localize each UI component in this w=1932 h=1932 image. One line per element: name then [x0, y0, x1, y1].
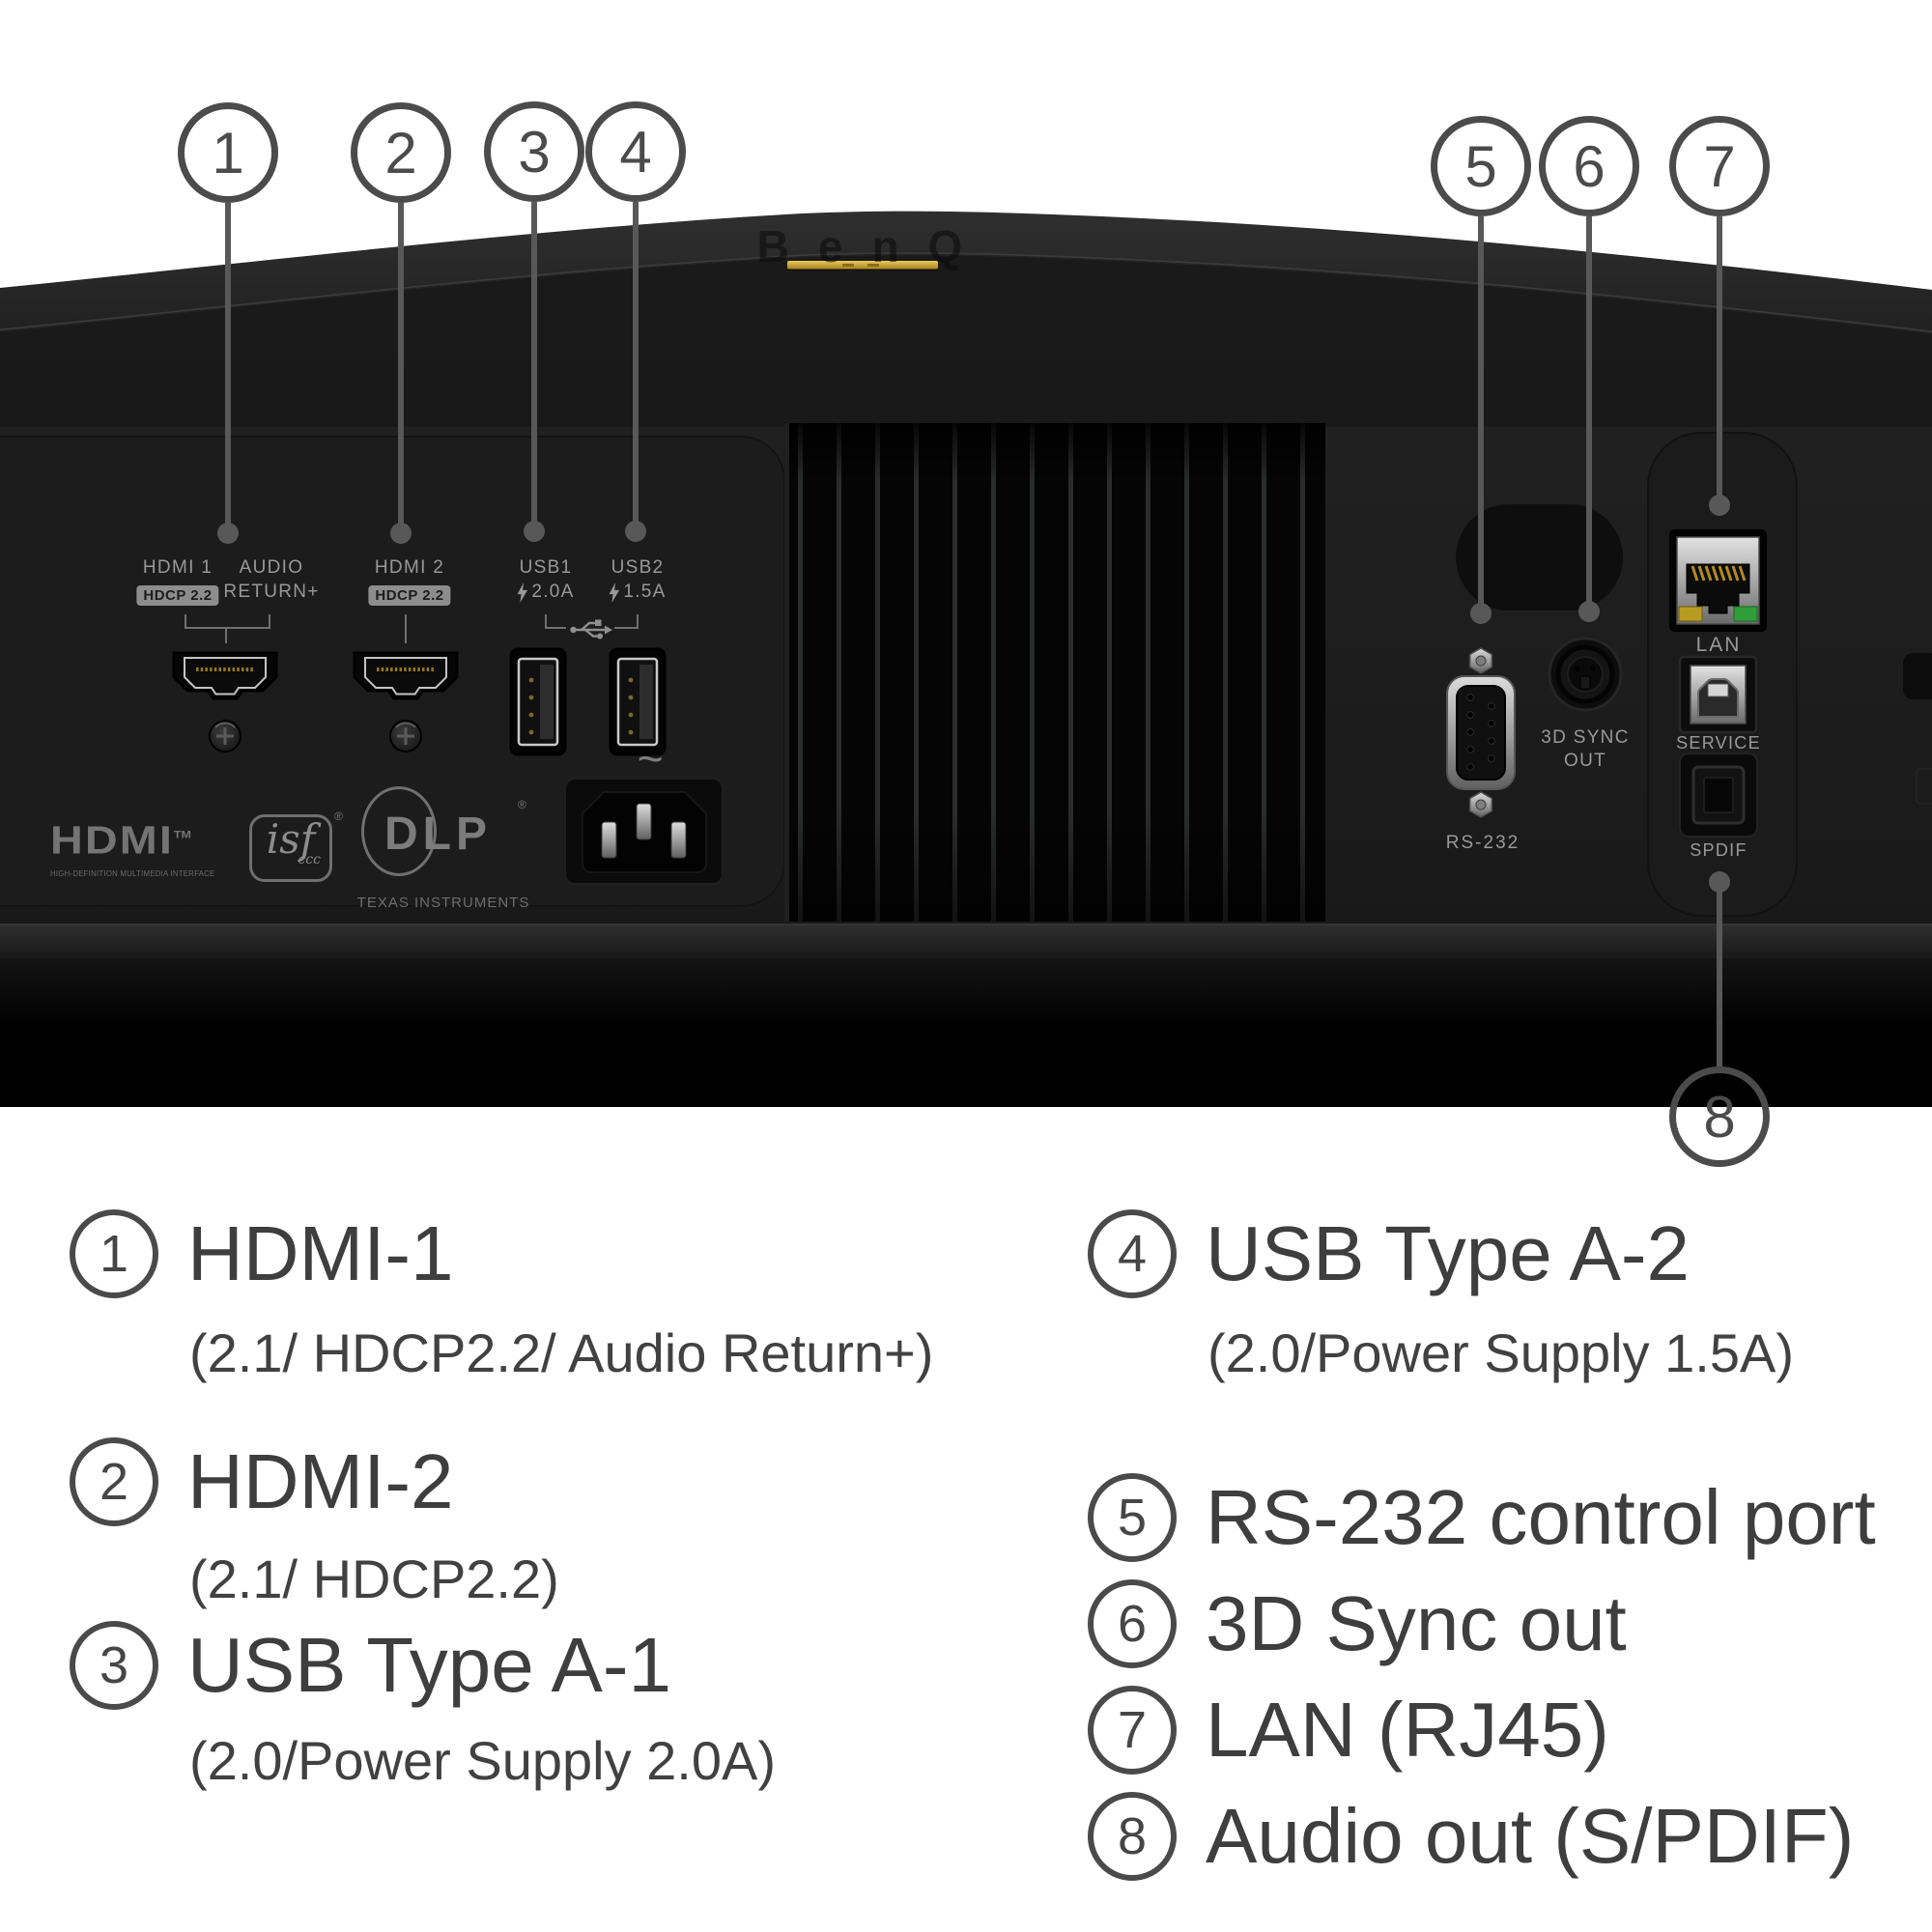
legend-number-8: 8 [1088, 1792, 1177, 1881]
legend-item-hdmi1: 1 HDMI-1 [70, 1209, 454, 1298]
usb2-amp-label: 1.5A [609, 582, 666, 603]
label-brackets [185, 614, 639, 643]
3d-sync-port [1548, 637, 1623, 712]
legend-number-3: 3 [70, 1621, 158, 1710]
projector-top-face [0, 211, 1932, 332]
hdmi2-hdcp-badge: HDCP 2.2 [368, 585, 451, 606]
legend-item-rs232: 5 RS-232 control port [1088, 1473, 1876, 1562]
legend-number-2: 2 [70, 1437, 158, 1526]
callout-8-circle: 8 [1669, 1066, 1770, 1167]
dlp-logo: DLP ® TEXAS INSTRUMENTS [357, 782, 535, 927]
callout-2-circle: 2 [351, 102, 451, 203]
bottom-black-band [0, 1022, 1932, 1107]
screw-hdmi1 [209, 720, 242, 753]
legend-sub-usba2: (2.0/Power Supply 1.5A) [1208, 1322, 1794, 1383]
rs232-label: RS-232 [1445, 833, 1520, 853]
hdmi1-hdcp-badge: HDCP 2.2 [136, 585, 219, 606]
spdif-port [1679, 753, 1758, 838]
legend-number-7: 7 [1088, 1686, 1177, 1775]
lan-label: LAN [1695, 634, 1742, 656]
hdmi-logo: HDMITM HIGH-DEFINITION MULTIMEDIA INTERF… [50, 817, 215, 878]
legend-number-6: 6 [1088, 1579, 1177, 1668]
service-label: SERVICE [1676, 733, 1761, 753]
legend-sub-usba1: (2.0/Power Supply 2.0A) [189, 1730, 776, 1791]
callout-5-circle: 5 [1431, 116, 1531, 216]
legend-number-1: 1 [70, 1209, 158, 1298]
legend-item-usba2: 4 USB Type A-2 [1088, 1209, 1690, 1298]
usb1-label: USB1 [519, 557, 573, 578]
3d-sync-label-2: OUT [1563, 751, 1607, 771]
callout-3-circle: 3 [484, 101, 584, 202]
legend-sub-hdmi1: (2.1/ HDCP2.2/ Audio Return+) [189, 1322, 934, 1383]
legend-number-4: 4 [1088, 1209, 1177, 1298]
lan-port [1669, 529, 1767, 632]
screw-hdmi2 [389, 720, 422, 753]
ac-power-inlet [564, 778, 724, 885]
vent-grille [784, 423, 1325, 922]
projector-rear-photo [0, 211, 1932, 1107]
power-bolt-icon [517, 582, 528, 603]
hdmi-1-port [172, 651, 278, 700]
ir-window [1456, 504, 1623, 611]
isf-logo: isf ccc ® [249, 810, 343, 882]
usb-a2-port [609, 647, 667, 756]
audio-return-label-1: AUDIO [239, 557, 304, 578]
audio-return-label-2: RETURN+ [223, 582, 320, 602]
legend-item-lan: 7 LAN (RJ45) [1088, 1686, 1609, 1775]
legend-item-audio-out: 8 Audio out (S/PDIF) [1088, 1792, 1854, 1881]
callout-4-circle: 4 [585, 101, 686, 202]
callout-6-circle: 6 [1539, 116, 1639, 216]
lan-led-yellow [1678, 606, 1703, 622]
legend-item-hdmi2: 2 HDMI-2 [70, 1437, 454, 1526]
3d-sync-label-1: 3D SYNC [1541, 727, 1630, 748]
usb-trident-icon [570, 619, 612, 639]
dlp-circle [361, 786, 437, 876]
service-port [1678, 655, 1758, 734]
legend-item-usba1: 3 USB Type A-1 [70, 1621, 671, 1710]
ac-tilde-label: ~ [637, 733, 664, 783]
legend-number-5: 5 [1088, 1473, 1177, 1562]
hdmi-2-port [353, 651, 459, 700]
rs232-port [1446, 647, 1516, 818]
legend-item-3dsync: 6 3D Sync out [1088, 1579, 1627, 1668]
callout-1-circle: 1 [178, 102, 278, 203]
lan-led-green [1733, 606, 1758, 622]
legend-sub-hdmi2: (2.1/ HDCP2.2) [189, 1548, 559, 1609]
gold-accent-bar [787, 261, 938, 270]
usb1-amp-label: 2.0A [517, 582, 574, 603]
usb2-label: USB2 [611, 557, 665, 578]
brand-logo-ghost: BenQ [756, 221, 992, 271]
spdif-label: SPDIF [1690, 840, 1747, 860]
hdmi1-label: HDMI 1 [142, 557, 213, 578]
power-bolt-icon [609, 582, 620, 603]
callout-7-circle: 7 [1669, 116, 1770, 216]
usb-a1-port [509, 647, 567, 756]
hdmi2-label: HDMI 2 [374, 557, 445, 578]
